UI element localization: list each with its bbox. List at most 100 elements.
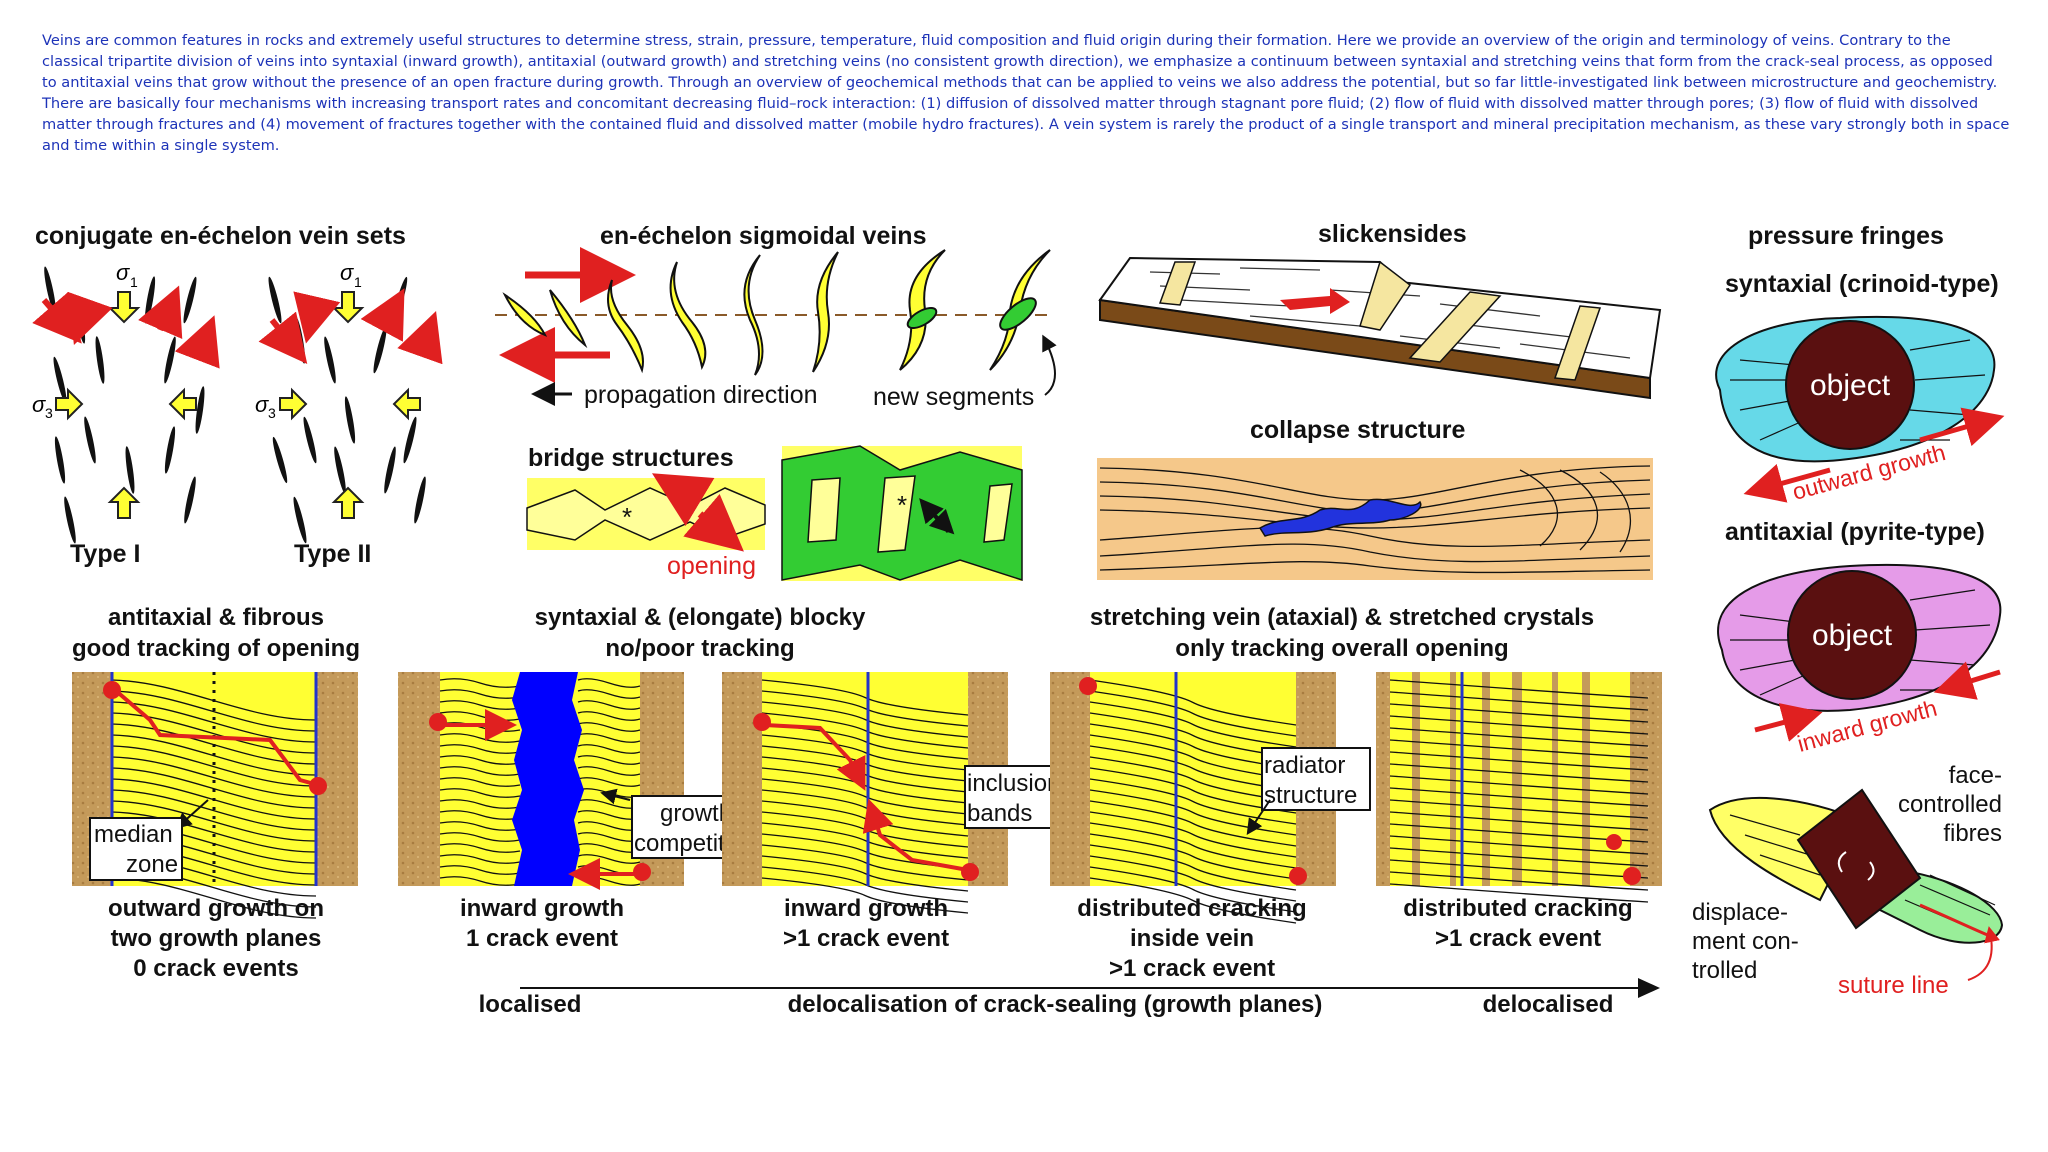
fibre-line [1089, 833, 1297, 880]
fibre-line [1389, 847, 1649, 867]
vein-type-headers: antitaxial & fibrous good tracking of op… [72, 604, 1594, 662]
fibre-line [111, 745, 317, 787]
collapse-layers [1099, 465, 1651, 574]
new-segment-green [906, 306, 938, 330]
axis-delocalisation: delocalisation of crack-sealing (growth … [788, 991, 1323, 1018]
object-label-bottom: object [1812, 619, 1893, 652]
fibre-line [577, 744, 641, 754]
vein-lens [344, 396, 356, 444]
fibre-line [577, 766, 641, 776]
caption-1-line-1: outward growth on [108, 895, 324, 922]
fibre-line [439, 766, 521, 776]
sigma1-label-type2: σ [340, 260, 354, 285]
fibre-line [1089, 679, 1297, 726]
fibre-line [761, 701, 969, 738]
fibre-line [439, 854, 521, 864]
red-shear-arrow [67, 291, 113, 345]
red-shear-arrow [360, 288, 405, 342]
fibre-line [1089, 855, 1297, 902]
fibre-line [1089, 844, 1297, 891]
suture-line-label: suture line [1838, 972, 1949, 999]
vein-band [1582, 672, 1590, 886]
fibre-line [761, 822, 969, 859]
fibre-line [1089, 778, 1297, 825]
sigma3-label-type2: σ [255, 392, 269, 417]
axis-localised: localised [479, 991, 582, 1018]
pressure-fringe-panel: pressure fringes syntaxial (crinoid-type… [1692, 222, 2005, 999]
fibre-line [577, 854, 641, 864]
sigma1-arrow-type1 [107, 291, 141, 324]
caption-1-line-3: 0 crack events [133, 955, 298, 982]
fibre-line [1389, 811, 1649, 831]
sigma3-arrow-type2 [279, 387, 308, 421]
fibre-line [111, 690, 317, 732]
fibre-line [577, 700, 641, 710]
face-controlled-fringe [1708, 788, 2004, 981]
fibre-line [1089, 701, 1297, 748]
conjugate-vein-panel: conjugate en-échelon vein sets σ 1 σ 3 T… [32, 222, 443, 568]
displacement-label-2: ment con- [1692, 928, 1799, 955]
vein-lens [64, 496, 76, 544]
fibre-line [1089, 712, 1297, 759]
fibre-line [577, 722, 641, 732]
fibre-line [1389, 871, 1649, 891]
sigma3-sub-type1: 3 [45, 405, 53, 421]
fibre-line [761, 734, 969, 771]
bridge-opening-arrow [919, 498, 950, 533]
fibre-line [111, 811, 317, 853]
fibre-line [439, 744, 521, 754]
header-stretching-1: stretching vein (ataxial) & stretched cr… [1090, 604, 1594, 631]
type1-label: Type I [70, 540, 140, 568]
red-shear-arrow [258, 311, 308, 365]
vein-lens [164, 426, 176, 474]
fibre-line [1089, 723, 1297, 770]
header-antitaxial-2: good tracking of opening [72, 635, 360, 662]
fibre-line [1089, 767, 1297, 814]
vein-lens [384, 446, 396, 494]
sigma1-sub-type1: 1 [130, 274, 138, 290]
fibre-line [439, 865, 521, 875]
fibre-line [1089, 756, 1297, 803]
bridge-star-2: * [897, 490, 907, 520]
fibre-line [1089, 822, 1297, 869]
bridge-panel: bridge structures * opening * [526, 444, 1023, 582]
vein-lens [84, 416, 96, 464]
caption-4-line-2: inside vein [1130, 925, 1254, 952]
fibre-line [577, 711, 641, 721]
fibre-line [111, 800, 317, 842]
fibre-line [1089, 800, 1297, 847]
fibre-line [1389, 739, 1649, 759]
vein-lens [324, 336, 336, 384]
fibre-line [111, 767, 317, 809]
fibre-line [111, 701, 317, 743]
fibre-line [1089, 877, 1297, 924]
median-label-1: median [94, 821, 173, 848]
vein-box-antitaxial: median zone [72, 672, 358, 919]
new-segments-label: new segments [873, 383, 1034, 411]
header-syntaxial-1: syntaxial & (elongate) blocky [535, 604, 866, 631]
type2-label: Type II [294, 540, 371, 568]
fibre-line [1089, 811, 1297, 858]
vein-lens [392, 276, 408, 324]
vein-lens [184, 476, 196, 524]
header-stretching-2: only tracking overall opening [1175, 635, 1508, 662]
slickenfibre-steps [1158, 260, 1602, 381]
syntaxial-crinoid-label: syntaxial (crinoid-type) [1725, 270, 1999, 298]
fibre-line [1389, 715, 1649, 735]
displacement-label-1: displace- [1692, 899, 1788, 926]
syntaxial-fringe: object outward growth [1715, 315, 2005, 505]
slip-arrow [1280, 288, 1350, 314]
fibre-line [1389, 835, 1649, 855]
vein-band [1512, 672, 1522, 886]
fibre-line [439, 777, 521, 787]
inclusion-label-2: bands [967, 800, 1032, 827]
caption-5-line-2: >1 crack event [1435, 925, 1601, 952]
caption-4-line-3: >1 crack event [1109, 955, 1275, 982]
vein-band [1490, 672, 1512, 886]
fibre-line [1389, 751, 1649, 771]
fibre-line [1089, 734, 1297, 781]
vein-lens [293, 496, 307, 544]
red-shear-arrow [293, 291, 341, 344]
header-antitaxial-1: antitaxial & fibrous [108, 604, 324, 631]
fibre-line [439, 799, 521, 809]
